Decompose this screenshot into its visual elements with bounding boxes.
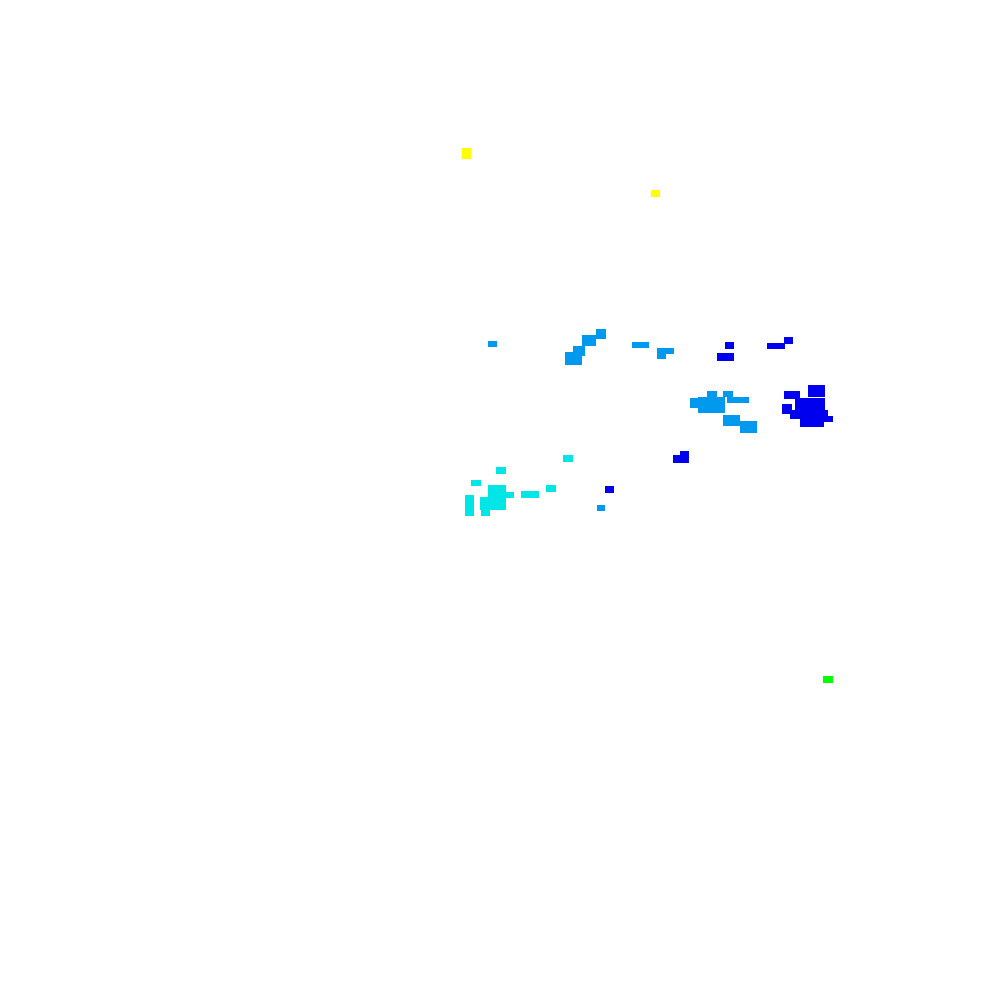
light-blue-cluster-pixel: [597, 505, 605, 511]
blue-cluster-pixel: [767, 343, 785, 349]
yellow-speck-cluster-pixel: [462, 148, 471, 159]
blue-cluster-pixel: [795, 398, 825, 410]
cyan-cluster-pixel: [546, 485, 556, 492]
cyan-cluster-pixel: [504, 492, 514, 498]
blue-cluster-pixel: [680, 451, 689, 457]
light-blue-cluster-pixel: [565, 352, 582, 365]
blue-cluster-pixel: [800, 418, 824, 427]
light-blue-cluster-pixel: [723, 391, 733, 397]
blue-cluster-pixel: [717, 353, 734, 361]
blue-cluster-pixel: [808, 385, 825, 397]
cyan-cluster-pixel: [563, 455, 573, 462]
light-blue-cluster-pixel: [740, 421, 757, 433]
blue-cluster-pixel: [790, 410, 828, 419]
light-blue-cluster-pixel: [698, 397, 725, 413]
light-blue-cluster-pixel: [573, 346, 585, 356]
yellow-speck-cluster-pixel: [651, 190, 660, 197]
blue-cluster-pixel: [784, 337, 793, 344]
light-blue-cluster-pixel: [690, 398, 702, 408]
light-blue-cluster-pixel: [632, 342, 649, 348]
cyan-cluster-pixel: [521, 491, 539, 498]
blue-cluster-pixel: [673, 455, 689, 463]
light-blue-cluster: [488, 329, 757, 511]
light-blue-cluster-pixel: [657, 353, 666, 359]
cyan-cluster: [465, 455, 573, 516]
light-blue-cluster-pixel: [727, 397, 749, 403]
yellow-speck-cluster: [462, 148, 660, 197]
blue-cluster-pixel: [782, 404, 792, 414]
green-speck: [823, 676, 833, 683]
light-blue-cluster-pixel: [723, 415, 740, 426]
green-speck-pixel: [823, 676, 833, 683]
cyan-cluster-pixel: [471, 480, 481, 486]
cyan-cluster-pixel: [481, 505, 490, 516]
light-blue-cluster-pixel: [488, 341, 497, 347]
blue-cluster-pixel: [725, 342, 734, 349]
light-blue-cluster-pixel: [657, 348, 674, 354]
blue-cluster-pixel: [784, 391, 800, 399]
cyan-cluster-pixel: [465, 495, 474, 516]
light-blue-cluster-pixel: [707, 391, 717, 399]
cyan-cluster-pixel: [496, 467, 506, 474]
blue-cluster-pixel: [824, 416, 833, 422]
light-blue-cluster-pixel: [582, 335, 596, 346]
light-blue-cluster-pixel: [596, 329, 606, 339]
blue-cluster: [605, 337, 833, 493]
blue-cluster-pixel: [605, 486, 614, 493]
